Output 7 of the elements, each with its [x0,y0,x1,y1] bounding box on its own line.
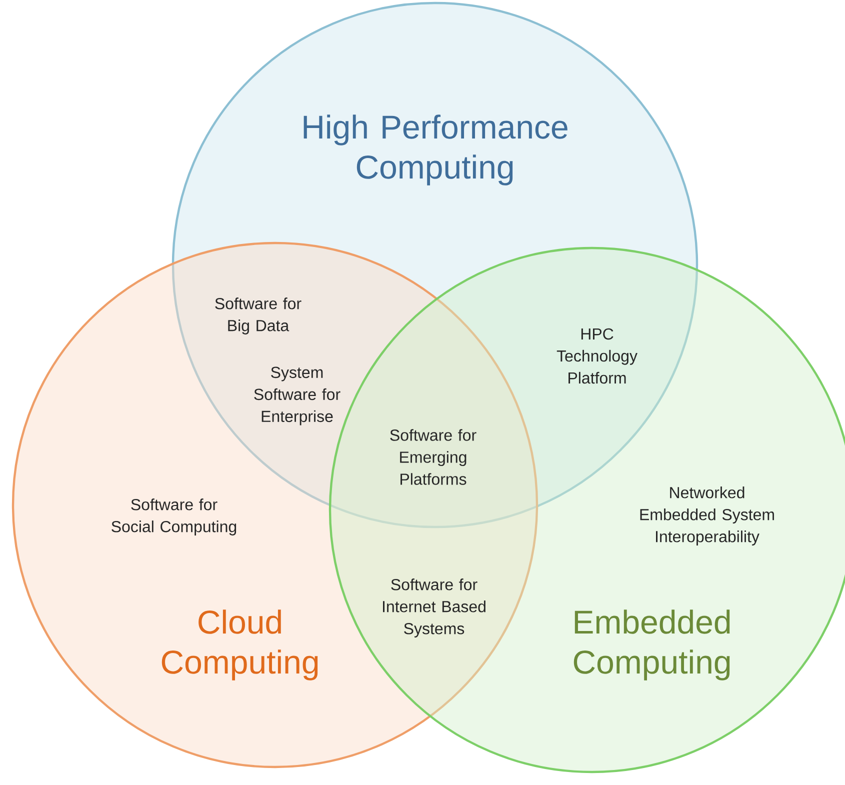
region-label: Software for Social Computing [112,498,236,536]
region-label: Networked Embedded System Interoperability [640,486,774,546]
region-label: System Software for Enterprise [254,366,340,426]
region-label: Software for Internet Based Systems [383,578,486,638]
region-label: HPC Technology Platform [556,328,638,384]
region-label: Software for Big Data [215,298,302,334]
region-label: Software for Emerging Platforms [390,429,476,485]
